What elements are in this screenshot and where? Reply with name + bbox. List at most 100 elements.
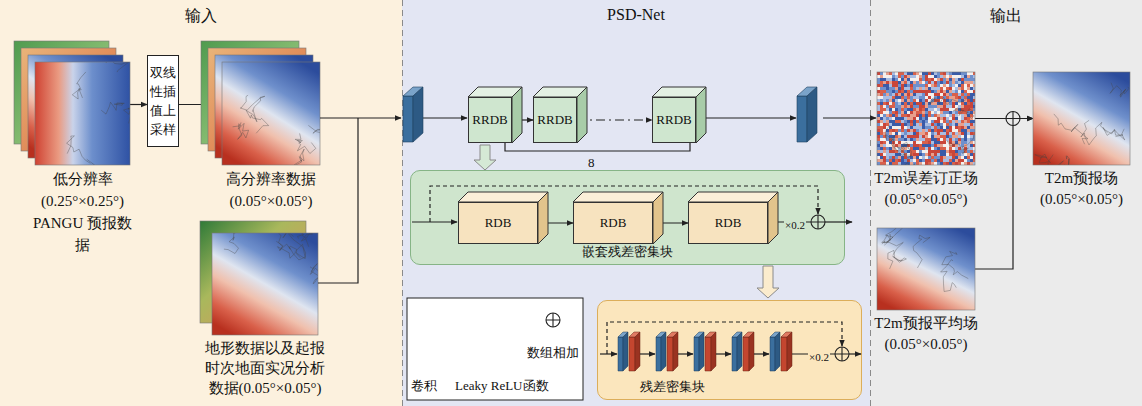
noise-cell bbox=[925, 99, 928, 102]
noise-cell bbox=[958, 132, 961, 135]
noise-cell bbox=[883, 156, 886, 159]
noise-cell bbox=[877, 102, 880, 105]
rdb-block: RDB bbox=[458, 202, 538, 244]
noise-cell bbox=[970, 156, 973, 159]
noise-cell bbox=[904, 159, 907, 162]
noise-cell bbox=[970, 129, 973, 132]
noise-cell bbox=[895, 123, 898, 126]
noise-cell bbox=[931, 150, 934, 153]
noise-cell bbox=[949, 93, 952, 96]
noise-cell bbox=[925, 135, 928, 138]
noise-cell bbox=[934, 72, 937, 75]
block-side-face bbox=[653, 192, 663, 244]
noise-cell bbox=[910, 129, 913, 132]
noise-cell bbox=[964, 153, 967, 156]
image-caption: T2m预报场 (0.05°×0.05°) bbox=[1022, 168, 1142, 210]
noise-cell bbox=[958, 126, 961, 129]
noise-cell bbox=[967, 132, 970, 135]
noise-cell bbox=[889, 153, 892, 156]
data-flow-line bbox=[706, 117, 796, 118]
noise-cell bbox=[880, 153, 883, 156]
noise-cell bbox=[973, 144, 976, 147]
noise-cell bbox=[916, 108, 919, 111]
noise-cell bbox=[922, 120, 925, 123]
noise-cell bbox=[937, 117, 940, 120]
legend-text-wrap: 数组相加 bbox=[525, 343, 581, 362]
noise-cell bbox=[886, 147, 889, 150]
noise-cell bbox=[940, 144, 943, 147]
noise-cell bbox=[910, 81, 913, 84]
noise-cell bbox=[925, 111, 928, 114]
noise-cell bbox=[916, 135, 919, 138]
noise-cell bbox=[922, 162, 925, 165]
noise-cell bbox=[949, 120, 952, 123]
noise-cell bbox=[895, 129, 898, 132]
noise-cell bbox=[889, 114, 892, 117]
noise-cell bbox=[928, 72, 931, 75]
noise-cell bbox=[910, 105, 913, 108]
noise-cell bbox=[910, 102, 913, 105]
noise-cell bbox=[916, 162, 919, 165]
noise-cell bbox=[940, 111, 943, 114]
noise-cell bbox=[952, 153, 955, 156]
relu-slab bbox=[749, 332, 754, 371]
noise-cell bbox=[967, 75, 970, 78]
noise-cell bbox=[904, 105, 907, 108]
noise-cell bbox=[940, 141, 943, 144]
noise-cell bbox=[907, 132, 910, 135]
block-side-face bbox=[538, 192, 548, 244]
noise-cell bbox=[946, 138, 949, 141]
noise-cell bbox=[889, 90, 892, 93]
noise-cell bbox=[901, 99, 904, 102]
noise-cell bbox=[925, 84, 928, 87]
noise-cell bbox=[928, 156, 931, 159]
noise-cell bbox=[958, 81, 961, 84]
image-caption: T2m误差订正场 (0.05°×0.05°) bbox=[866, 168, 986, 210]
conv-relu-pair bbox=[618, 332, 835, 371]
noise-cell bbox=[877, 111, 880, 114]
map-boundary bbox=[283, 231, 306, 258]
noise-cell bbox=[961, 159, 964, 162]
noise-cell bbox=[907, 123, 910, 126]
noise-cell bbox=[901, 126, 904, 129]
noise-cell bbox=[916, 99, 919, 102]
noise-cell bbox=[883, 78, 886, 81]
noise-cell bbox=[907, 117, 910, 120]
noise-cell bbox=[955, 159, 958, 162]
noise-cell bbox=[889, 108, 892, 111]
add-symbol bbox=[1006, 112, 1020, 126]
noise-cell bbox=[964, 108, 967, 111]
noise-cell bbox=[955, 114, 958, 117]
noise-cell bbox=[937, 111, 940, 114]
noise-cell bbox=[910, 162, 913, 165]
map-boundary bbox=[897, 142, 911, 157]
noise-cell bbox=[910, 75, 913, 78]
noise-cell bbox=[892, 105, 895, 108]
noise-cell bbox=[904, 96, 907, 99]
noise-cell bbox=[961, 162, 964, 165]
noise-cell bbox=[928, 126, 931, 129]
noise-cell bbox=[877, 114, 880, 117]
noise-cell bbox=[877, 153, 880, 156]
noise-cell bbox=[913, 120, 916, 123]
noise-cell bbox=[961, 90, 964, 93]
noise-cell bbox=[940, 114, 943, 117]
block-side-face bbox=[768, 192, 778, 244]
noise-cell bbox=[937, 96, 940, 99]
noise-cell bbox=[958, 75, 961, 78]
noise-cell bbox=[892, 156, 895, 159]
noise-cell bbox=[910, 141, 913, 144]
noise-cell bbox=[967, 90, 970, 93]
noise-cell bbox=[922, 93, 925, 96]
block-side-face bbox=[577, 87, 587, 143]
noise-cell bbox=[916, 120, 919, 123]
noise-cell bbox=[925, 123, 928, 126]
panel-title: 输出 bbox=[990, 7, 1022, 24]
noise-cell bbox=[913, 75, 916, 78]
noise-cell bbox=[904, 72, 907, 75]
noise-cell bbox=[919, 75, 922, 78]
noise-cell bbox=[898, 129, 901, 132]
noise-cell bbox=[946, 144, 949, 147]
low-res-image bbox=[35, 62, 130, 165]
noise-cell bbox=[886, 78, 889, 81]
